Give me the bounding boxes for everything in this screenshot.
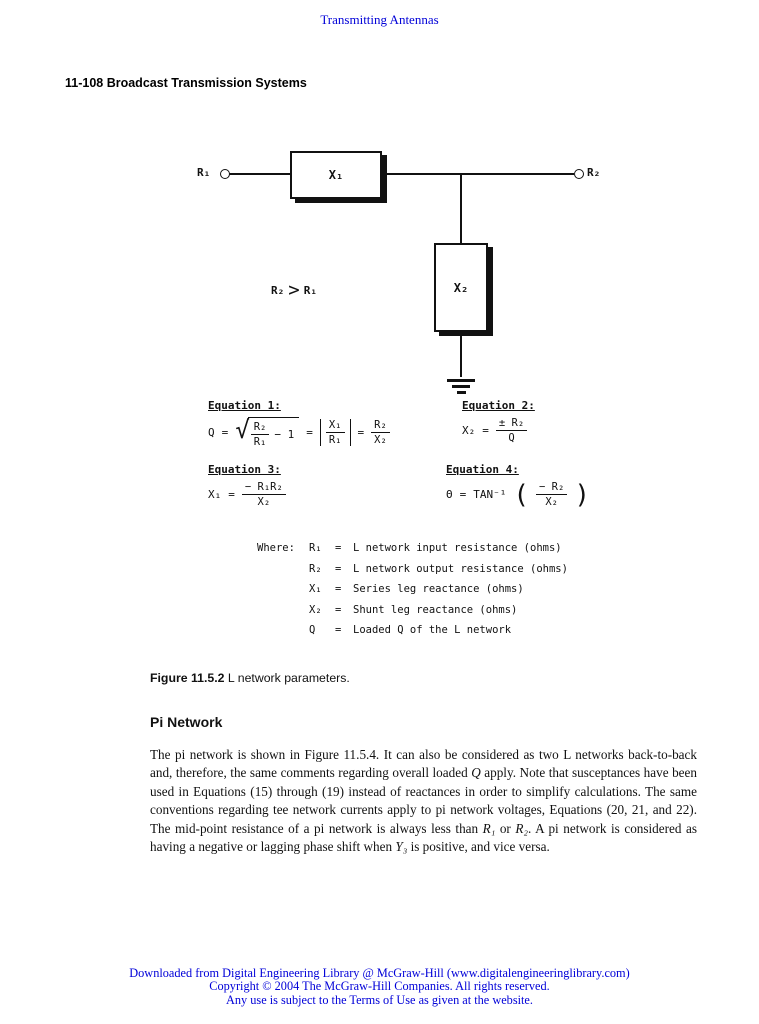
equation-2-formula: X₂ = ± R₂ Q (462, 417, 535, 444)
math-token: Q (208, 426, 215, 440)
equation-3-formula: X₁ = − R₁R₂ X₂ (208, 481, 286, 508)
footer: Downloaded from Digital Engineering Libr… (0, 966, 759, 1007)
equation-3-label: Equation 3: (208, 463, 281, 476)
equation-2: Equation 2: X₂ = ± R₂ Q (462, 399, 535, 444)
equation-1-formula: Q = √ R₂ R₁ − 1 = X₁ R₁ = (208, 417, 390, 448)
figure-caption: Figure 11.5.2 L network parameters. (150, 671, 350, 685)
fraction: − R₂ X₂ (536, 481, 568, 508)
where-row: X₁ = Series leg reactance (ohms) (257, 583, 568, 595)
paragraph-text: is positive, and vice versa. (407, 839, 550, 855)
right-paren-icon: ) (574, 479, 590, 510)
math-token: = (228, 488, 235, 502)
math-token: = (357, 426, 365, 440)
fraction: R₂ R₁ (250, 421, 270, 448)
variable: R₂ (515, 820, 529, 836)
wire-to-ground (460, 332, 462, 377)
equation-1: Equation 1: Q = √ R₂ R₁ − 1 = X₁ R₁ (208, 399, 390, 448)
wire-right (383, 173, 574, 175)
figure-number: Figure 11.5.2 (150, 671, 225, 685)
math-token: Θ (446, 488, 453, 502)
fraction: R₂ X₂ (371, 419, 390, 446)
math-token: R₁ (303, 284, 317, 297)
r1-label: R₁ (197, 166, 211, 179)
where-symbol: Q (309, 624, 316, 636)
math-token: X₁ (208, 488, 222, 502)
radical-sign-icon: √ (235, 416, 250, 444)
math-token: = (335, 542, 342, 554)
math-token: − 1 (274, 428, 295, 442)
paragraph-text: The pi network is shown in Figure 11.5.4… (150, 747, 697, 781)
footer-line-1: Downloaded from Digital Engineering Libr… (129, 966, 630, 980)
equation-4: Equation 4: Θ = TAN⁻¹ ( − R₂ X₂ ) (446, 463, 590, 508)
fraction: − R₁R₂ X₂ (241, 481, 286, 508)
math-token: = (335, 562, 342, 575)
r2-label: R₂ (587, 166, 601, 179)
x1-label: X₁ (328, 168, 344, 182)
running-header: Transmitting Antennas (320, 12, 439, 27)
fraction: ± R₂ Q (495, 417, 528, 444)
where-description: Shunt leg reactance (ohms) (353, 603, 518, 616)
x2-box: X₂ (434, 243, 488, 332)
variable: Y₃ (395, 839, 408, 855)
page-header: 11-108 Broadcast Transmission Systems (65, 76, 307, 90)
math-token: = (335, 624, 342, 636)
math-token: = (221, 426, 229, 440)
math-token: = (459, 488, 467, 502)
equation-1-label: Equation 1: (208, 399, 281, 412)
r2-terminal (574, 169, 584, 179)
where-description: Loaded Q of the L network (353, 624, 512, 636)
math-token: = (306, 426, 313, 440)
equation-3: Equation 3: X₁ = − R₁R₂ X₂ (208, 463, 286, 508)
where-row: Where: R₁ = L network input resistance (… (257, 542, 568, 554)
where-row: Q = Loaded Q of the L network (257, 624, 568, 636)
variable: R₁ (482, 820, 496, 836)
x1-box: X₁ (290, 151, 382, 199)
math-token: R₂ (271, 284, 285, 297)
where-definitions: Where: R₁ = L network input resistance (… (257, 542, 568, 645)
where-symbol: R₂ (309, 562, 322, 575)
wire-left (229, 173, 290, 175)
inequality-label: R₂ > R₁ (271, 281, 317, 300)
where-symbol: X₂ (309, 603, 322, 616)
x2-label: X₂ (453, 280, 469, 295)
where-description: Series leg reactance (ohms) (353, 583, 524, 595)
footer-line-3: Any use is subject to the Terms of Use a… (226, 992, 533, 1007)
equation-2-label: Equation 2: (462, 399, 535, 412)
body-paragraph: The pi network is shown in Figure 11.5.4… (150, 746, 697, 856)
equation-4-formula: Θ = TAN⁻¹ ( − R₂ X₂ ) (446, 481, 590, 508)
section-heading: Pi Network (150, 714, 223, 730)
math-token: = (335, 583, 342, 595)
equation-4-label: Equation 4: (446, 463, 519, 476)
where-row: X₂ = Shunt leg reactance (ohms) (257, 604, 568, 616)
paragraph-text: . A pi network is considered as having a… (150, 820, 697, 855)
paragraph-text: apply. Note that susceptances have been … (150, 765, 697, 836)
radical: √ R₂ R₁ − 1 (235, 416, 300, 448)
absolute-value: X₁ R₁ (319, 419, 351, 447)
math-token: = (335, 603, 342, 616)
where-symbol: R₁ (309, 542, 322, 554)
footer-line-2: Copyright © 2004 The McGraw-Hill Compani… (209, 979, 550, 994)
left-paren-icon: ( (513, 479, 530, 510)
figure-caption-text: L network parameters. (224, 671, 350, 685)
variable: Q (471, 765, 481, 781)
where-label: Where: (257, 542, 295, 554)
paragraph-text: or (495, 820, 516, 836)
math-token: = (482, 424, 489, 438)
where-description: L network input resistance (ohms) (353, 542, 562, 554)
greater-than-icon: > (288, 279, 300, 301)
where-symbol: X₁ (309, 583, 322, 595)
where-row: R₂ = L network output resistance (ohms) (257, 563, 568, 575)
math-token: TAN⁻¹ (473, 488, 507, 502)
fraction: X₁ R₁ (325, 419, 345, 446)
wire-junction-down (460, 175, 462, 243)
where-description: L network output resistance (ohms) (353, 562, 568, 575)
math-token: X₂ (462, 424, 476, 438)
